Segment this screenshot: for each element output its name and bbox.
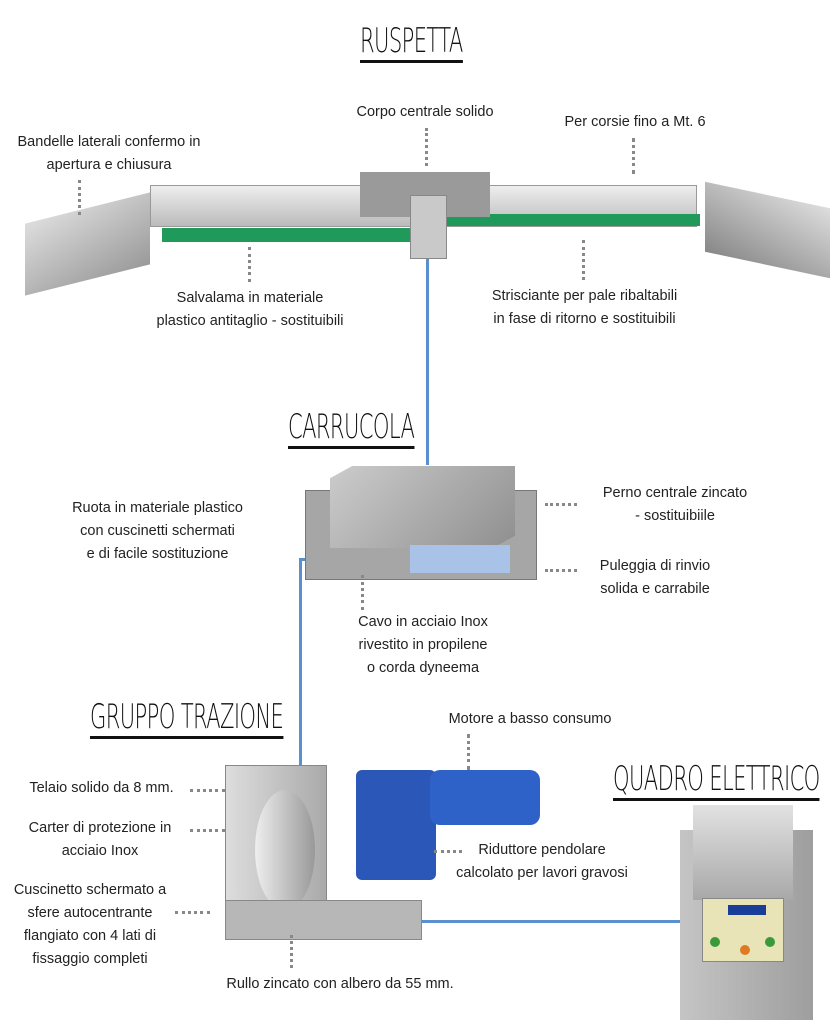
label-telaio: Telaio solido da 8 mm. [29,780,174,796]
leader-dots [434,850,462,853]
leader-dots [190,789,225,792]
green-button [765,937,775,947]
leader-dots [290,935,293,968]
label-ruota: Ruota in materiale plastico con cuscinet… [72,500,243,562]
leader-dots [632,138,635,174]
leader-dots [467,734,470,770]
label-bandelle: Bandelle laterali confermo in apertura e… [17,134,201,173]
leader-dots [545,503,577,506]
orange-button [740,945,750,955]
connector-line [426,255,429,465]
heading-quadro-elettrico: QUADRO ELETTRICO [613,759,820,801]
connector-line [382,920,682,923]
label-cavo: Cavo in acciaio Inox rivestito in propil… [358,614,488,676]
label-perno: Perno centrale zincato - sostituibiile [602,485,748,524]
label-puleggia: Puleggia di rinvio solida e carrabile [599,558,711,597]
heading-carrucola: CARRUCOLA [288,407,415,449]
leader-dots [78,180,81,215]
label-salvalama: Salvalama in materiale plastico antitagl… [156,290,344,329]
label-riduttore: Riduttore pendolare calcolato per lavori… [456,842,628,881]
leader-dots [545,569,577,572]
label-corsie: Per corsie fino a Mt. 6 [564,114,706,130]
leader-dots [190,829,225,832]
leader-dots [582,240,585,280]
heading-ruspetta: RUSPETTA [360,21,463,63]
label-cuscinetto: Cuscinetto schermato a sfere autocentran… [13,882,167,967]
leader-dots [361,575,364,610]
label-motore: Motore a basso consumo [448,711,612,727]
heading-gruppo-trazione: GRUPPO TRAZIONE [90,697,284,739]
leader-dots [175,911,210,914]
label-rullo: Rullo zincato con albero da 55 mm. [226,976,454,992]
label-strisciante: Strisciante per pale ribaltabili in fase… [491,288,678,327]
connector-line [299,558,302,770]
lcd-display [728,905,766,915]
leader-dots [425,128,428,166]
leader-dots [248,247,251,282]
label-corpo-centrale: Corpo centrale solido [356,104,494,120]
green-button [710,937,720,947]
label-carter: Carter di protezione in acciaio Inox [28,820,172,859]
